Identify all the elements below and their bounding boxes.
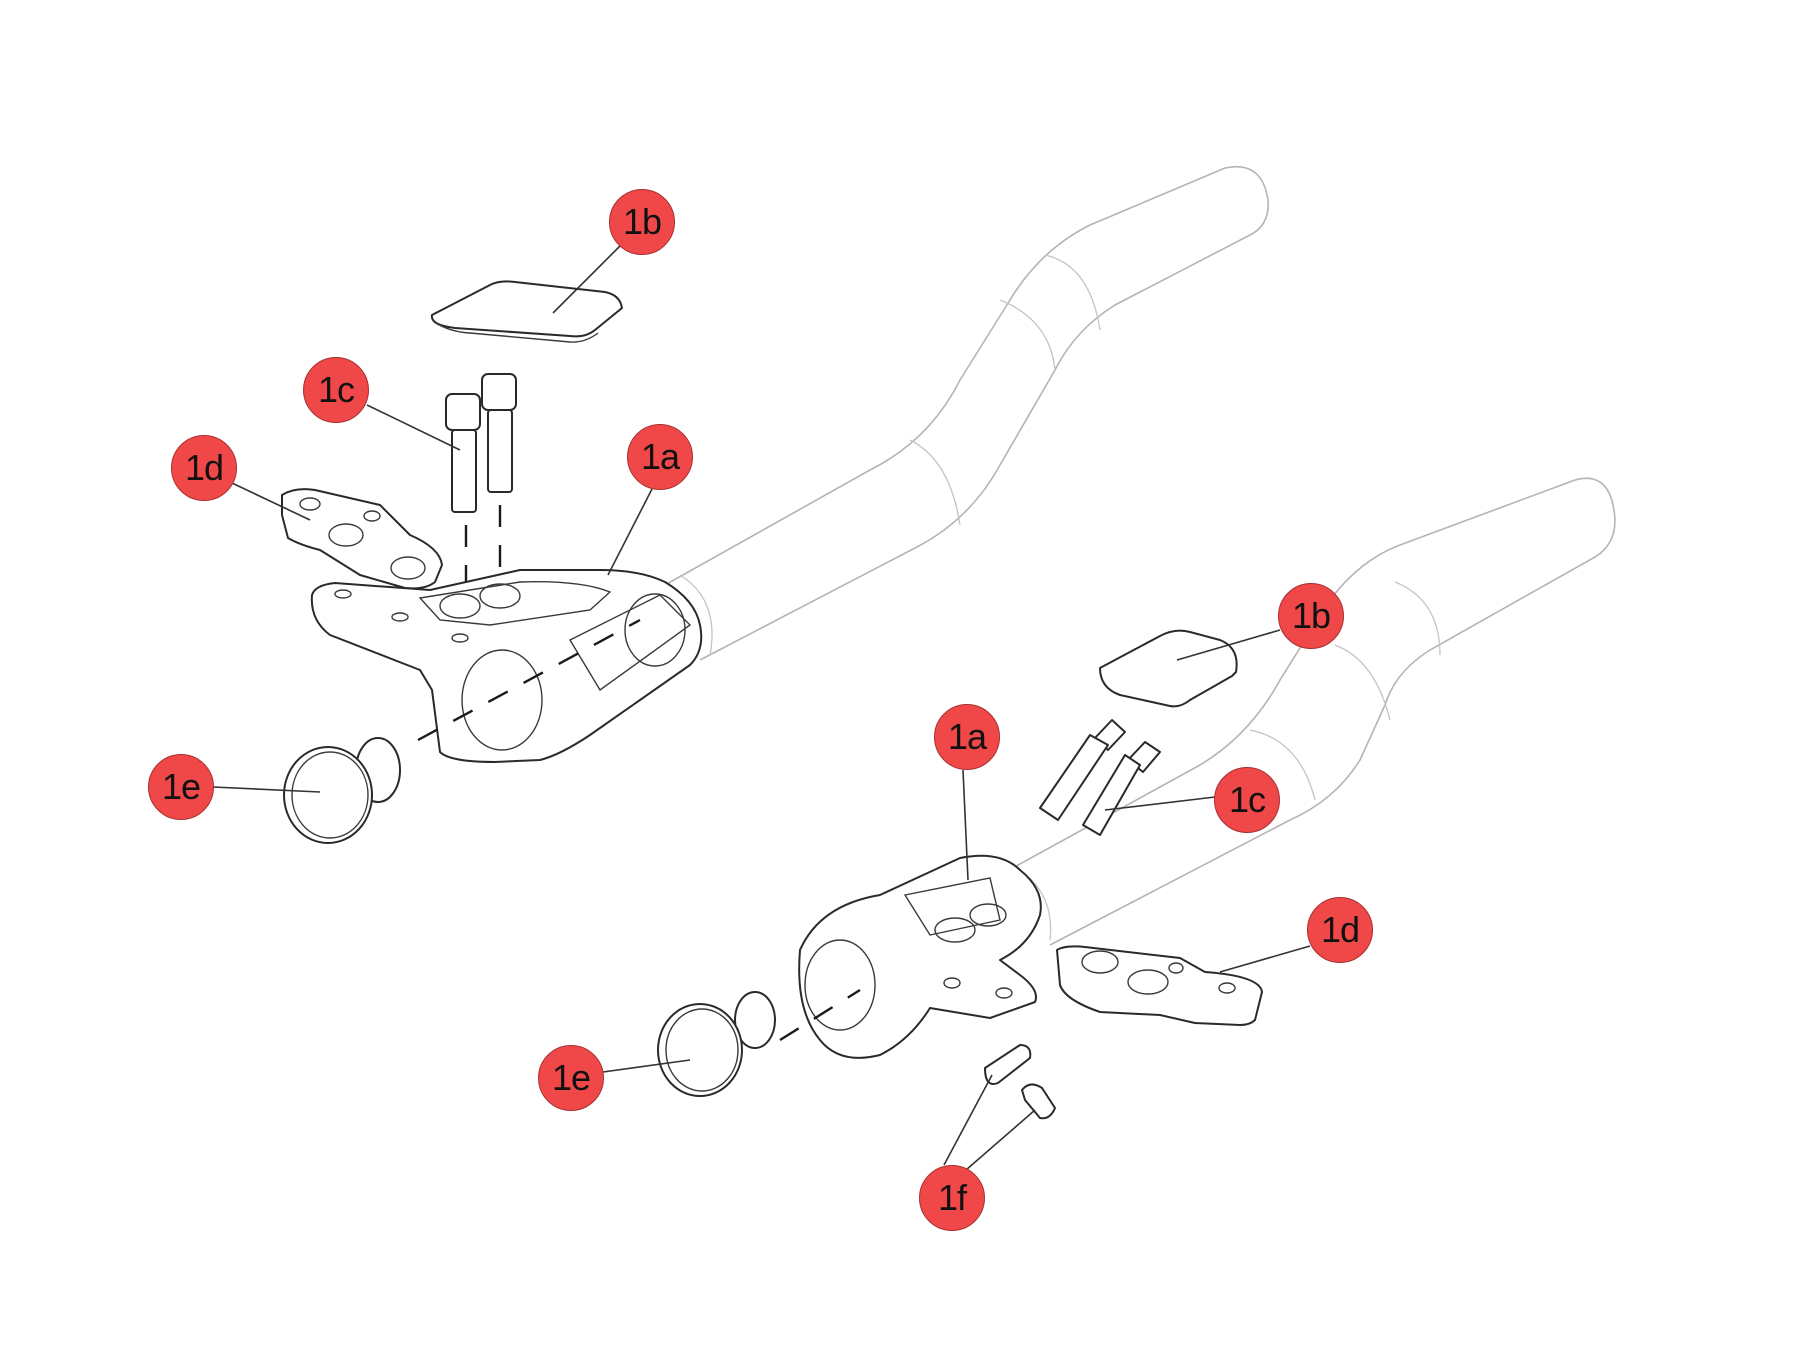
callout-left-1a: 1a bbox=[627, 424, 693, 490]
left-extension-tube bbox=[664, 166, 1269, 661]
right-bracket bbox=[798, 854, 1042, 1059]
callout-left-1d: 1d bbox=[171, 435, 237, 501]
left-bolts bbox=[445, 373, 517, 513]
callout-left-1e: 1e bbox=[148, 754, 214, 820]
right-end-plug bbox=[657, 991, 776, 1097]
right-bolts bbox=[1039, 719, 1161, 836]
callout-left-1c: 1c bbox=[303, 357, 369, 423]
right-armrest-pad bbox=[1099, 629, 1238, 708]
left-end-plug bbox=[283, 737, 401, 844]
callout-right-1a: 1a bbox=[934, 704, 1000, 770]
right-grommets bbox=[984, 1044, 1056, 1120]
callout-left-1b: 1b bbox=[609, 189, 675, 255]
left-bracket bbox=[310, 569, 703, 763]
callout-right-1d: 1d bbox=[1307, 897, 1373, 963]
right-shim-plate bbox=[1056, 945, 1263, 1026]
left-armrest-pad bbox=[430, 280, 623, 343]
callout-right-1c: 1c bbox=[1214, 767, 1280, 833]
left-shim-plate bbox=[281, 488, 443, 590]
callout-right-1f: 1f bbox=[919, 1165, 985, 1231]
callout-right-1e: 1e bbox=[538, 1045, 604, 1111]
leader-lines bbox=[212, 245, 1311, 1171]
callout-right-1b: 1b bbox=[1278, 583, 1344, 649]
right-extension-tube bbox=[999, 477, 1616, 946]
